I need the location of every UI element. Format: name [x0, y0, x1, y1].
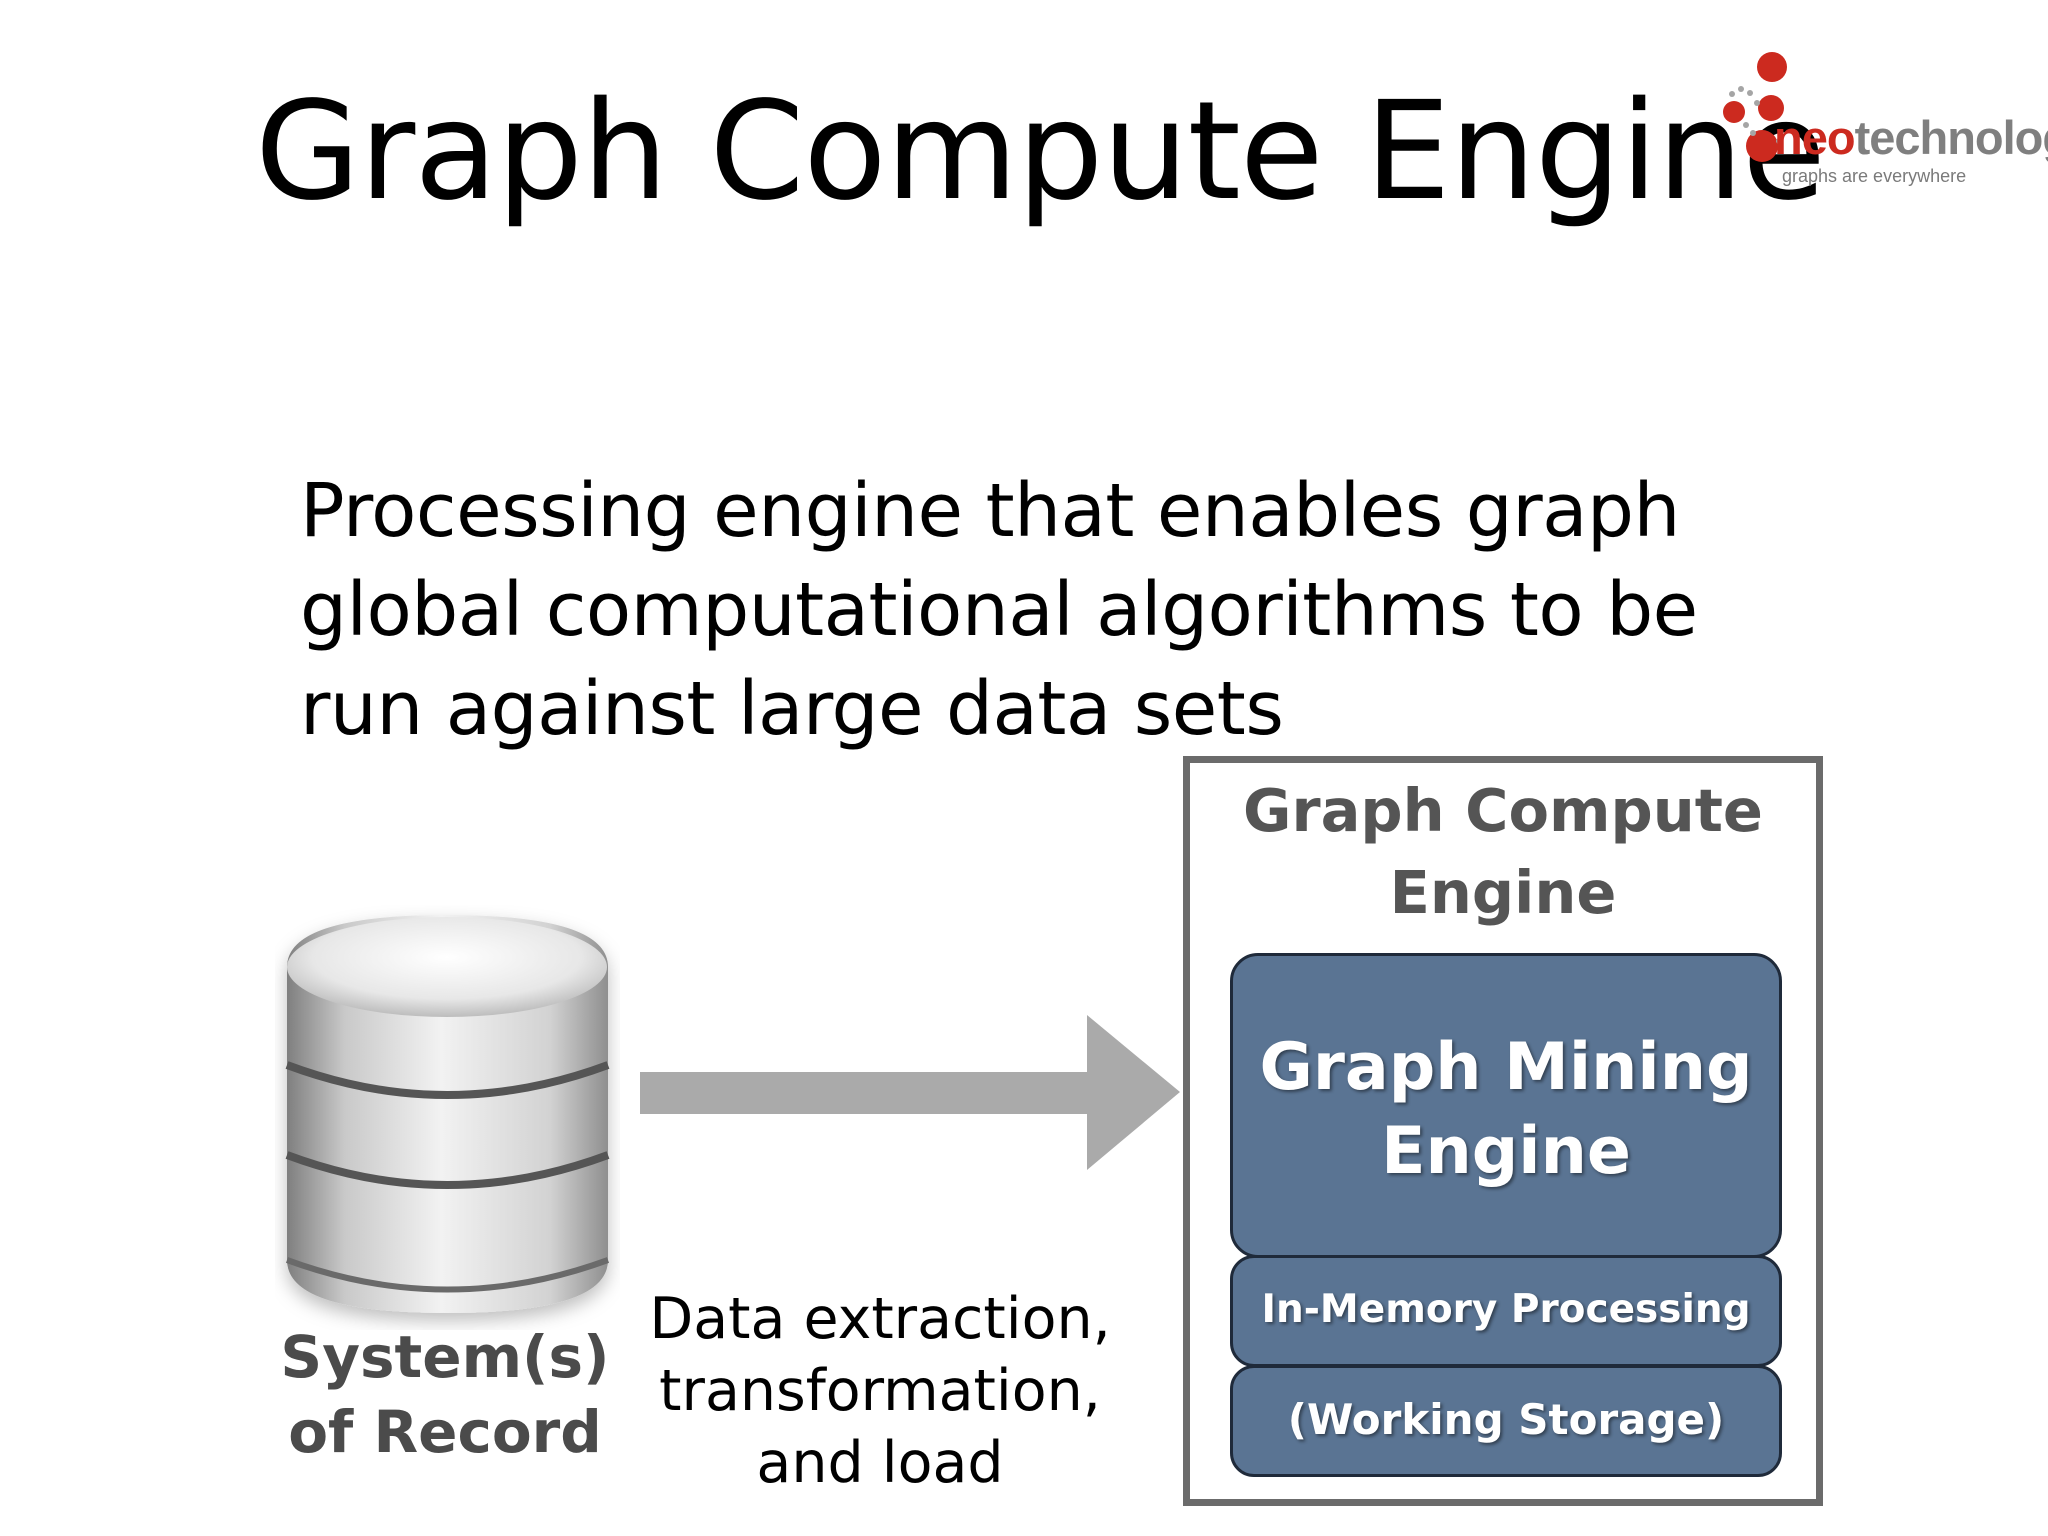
source-label-line-2: of Record [288, 1398, 602, 1466]
logo-brand-neo: neo [1774, 111, 1856, 164]
logo-tagline: graphs are everywhere [1782, 166, 1967, 186]
source-label-line-1: System(s) [280, 1323, 610, 1391]
logo-brand-technology: technology [1854, 111, 2048, 164]
engine-title-line-1: Graph Compute [1243, 776, 1763, 845]
in-memory-processing-layer: In-Memory Processing [1230, 1255, 1782, 1367]
graph-mining-line-2: Engine [1381, 1114, 1631, 1189]
neotechnology-logo: neotechnology graphs are everywhere [1710, 42, 2048, 192]
engine-title-line-2: Engine [1389, 858, 1617, 927]
slide-title: Graph Compute Engine [255, 73, 1826, 231]
database-icon [285, 915, 610, 1313]
graph-mining-engine-layer: Graph Mining Engine [1230, 953, 1782, 1258]
etl-label-line-2: transformation, [659, 1358, 1101, 1424]
working-storage-layer: (Working Storage) [1230, 1365, 1782, 1477]
etl-label: Data extraction, transformation, and loa… [620, 1283, 1140, 1499]
neotechnology-dot-mark-icon [1723, 52, 1787, 162]
slide-description: Processing engine that enables graph glo… [300, 468, 1698, 752]
right-arrow-icon [640, 1015, 1180, 1170]
graph-mining-line-1: Graph Mining [1259, 1030, 1753, 1105]
etl-label-line-1: Data extraction, [649, 1286, 1111, 1352]
source-system-label: System(s) of Record [250, 1320, 640, 1470]
etl-label-line-3: and load [756, 1430, 1004, 1496]
graph-compute-engine-title: Graph Compute Engine [1183, 770, 1823, 934]
